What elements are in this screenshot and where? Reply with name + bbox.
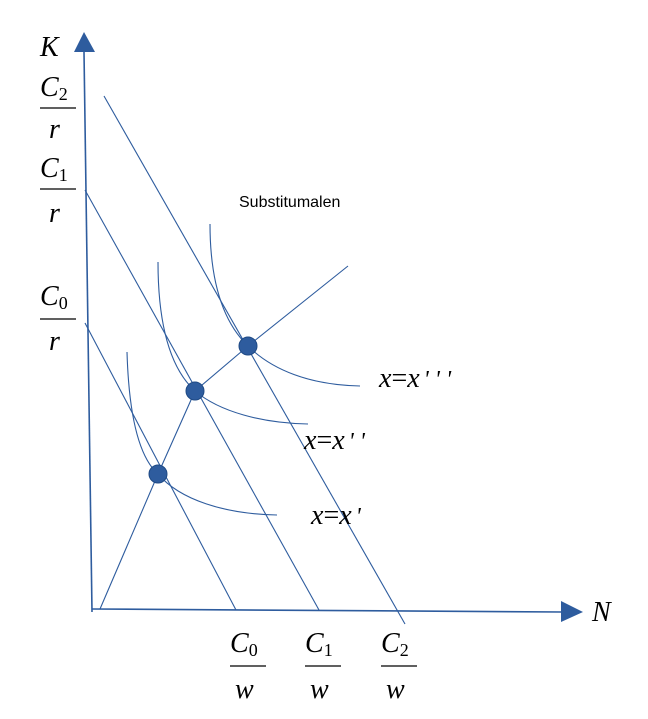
- tangency-point-1: [185, 381, 205, 401]
- isocost-line-2: [103, 95, 406, 625]
- x-axis-arrow-icon: [561, 601, 583, 622]
- y-fraction-c2-r: C2 r: [40, 72, 76, 145]
- isoquant-0: [126, 351, 278, 516]
- fraction-num: C: [230, 628, 249, 659]
- y-axis-arrow-icon: [74, 32, 95, 52]
- isoquant-label-1: x=x' ': [303, 425, 366, 456]
- fraction-sub: 0: [59, 293, 68, 313]
- isoquant-label-2: x=x' ' ': [378, 363, 452, 394]
- fraction-num: C: [305, 628, 324, 659]
- fraction-den: w: [310, 674, 329, 705]
- isoquant-1: [157, 261, 309, 425]
- fraction-sub: 2: [400, 640, 409, 660]
- fraction-den: w: [386, 674, 405, 705]
- isoquant-label-0: x=x': [310, 500, 362, 531]
- x-axis: [91, 608, 563, 613]
- fraction-den: w: [235, 674, 254, 705]
- svg-text:C2: C2: [40, 72, 68, 104]
- tangency-point-0: [148, 464, 168, 484]
- svg-text:C0: C0: [230, 628, 258, 660]
- fraction-sub: 1: [59, 165, 68, 185]
- fraction-sub: 2: [59, 84, 68, 104]
- x-fraction-c0-w: C0 w: [230, 628, 266, 705]
- x-fraction-c1-w: C1 w: [305, 628, 341, 705]
- x-fraction-c2-w: C2 w: [381, 628, 417, 705]
- fraction-sub: 0: [249, 640, 258, 660]
- svg-text:C1: C1: [40, 153, 68, 185]
- fraction-den: r: [49, 198, 60, 229]
- y-axis-label: K: [39, 32, 60, 63]
- x-axis-label: N: [591, 597, 612, 628]
- svg-text:C2: C2: [381, 628, 409, 660]
- svg-text:C1: C1: [305, 628, 333, 660]
- svg-text:C0: C0: [40, 281, 68, 313]
- fraction-num: C: [40, 153, 59, 184]
- fraction-sub: 1: [324, 640, 333, 660]
- y-axis: [83, 51, 93, 613]
- fraction-den: r: [49, 114, 60, 145]
- fraction-num: C: [40, 72, 59, 103]
- isoquant-2: [209, 223, 361, 387]
- annotation-label: Substitumalen: [239, 194, 340, 211]
- fraction-den: r: [49, 326, 60, 357]
- y-fraction-c1-r: C1 r: [40, 153, 76, 229]
- tangency-point-2: [238, 336, 258, 356]
- isocost-line-1: [84, 189, 320, 611]
- fraction-num: C: [381, 628, 400, 659]
- y-fraction-c0-r: C0 r: [40, 281, 76, 357]
- fraction-num: C: [40, 281, 59, 312]
